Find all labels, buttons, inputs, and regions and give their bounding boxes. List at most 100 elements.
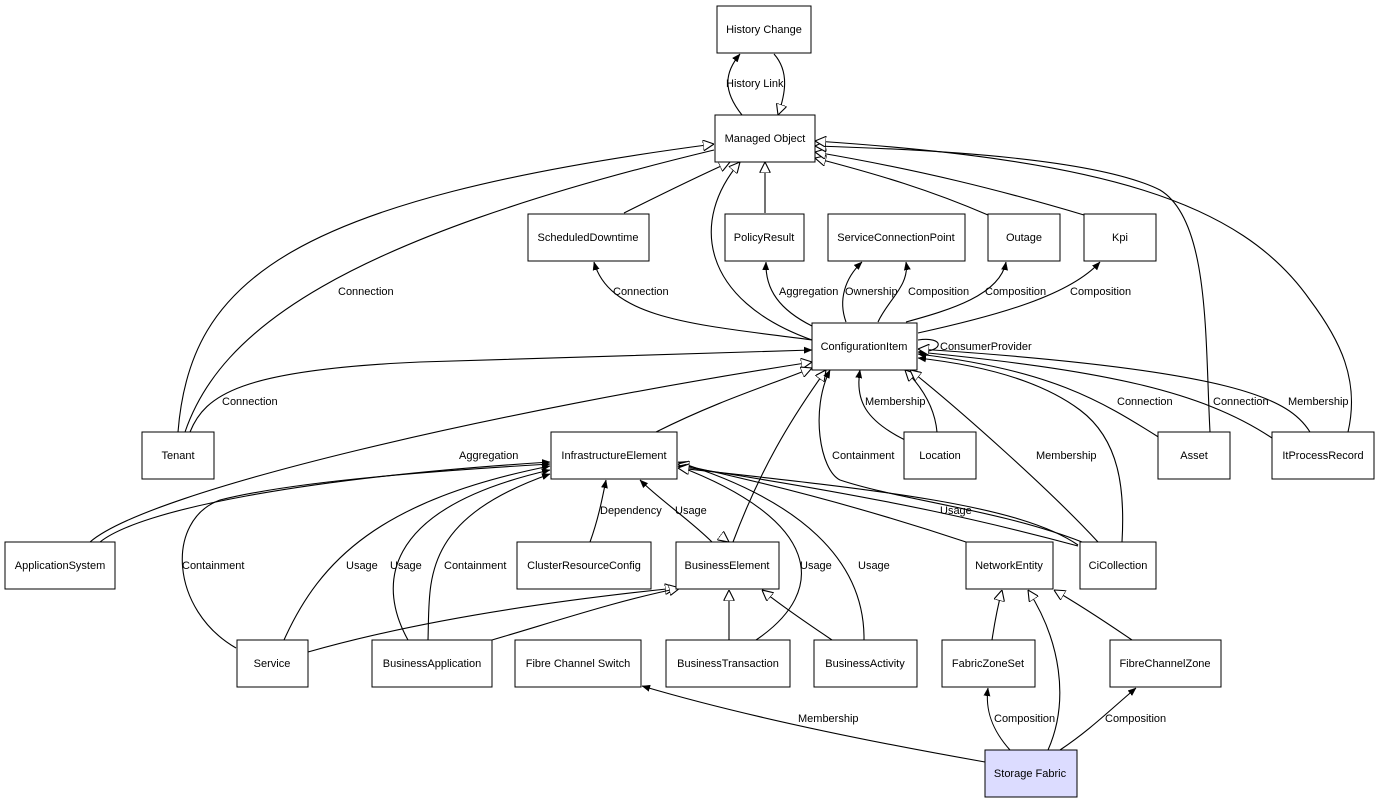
edge-businessapplication-usage-ie <box>392 470 550 641</box>
label-usage-ba: Usage <box>390 560 422 572</box>
node-business-application[interactable]: BusinessApplication <box>371 639 493 688</box>
node-label: PolicyResult <box>734 232 795 244</box>
node-business-activity[interactable]: BusinessActivity <box>813 639 918 688</box>
edge-tenant-connection-managed-object <box>184 149 715 433</box>
edge-service-usage-ie <box>283 466 550 641</box>
node-label: ScheduledDowntime <box>538 232 639 244</box>
node-label: InfrastructureElement <box>561 450 666 462</box>
node-storage-fabric[interactable]: Storage Fabric <box>984 749 1078 798</box>
edge-kpi-inherits <box>815 152 1085 216</box>
label-usage-bact: Usage <box>858 560 890 572</box>
edge-ci-inherits-managed-object <box>710 162 813 341</box>
node-asset[interactable]: Asset <box>1157 431 1231 480</box>
label-usage-bt: Usage <box>800 560 832 572</box>
node-service[interactable]: Service <box>236 639 309 688</box>
node-location[interactable]: Location <box>903 431 977 480</box>
label-usage-service: Usage <box>346 560 378 572</box>
edge-infrastructureelement-inherits-ci <box>655 368 812 433</box>
node-label: BusinessActivity <box>825 658 905 670</box>
label-composition-scp: Composition <box>908 286 969 298</box>
label-consumer-provider: ConsumerProvider <box>940 341 1032 353</box>
edge-itprocessrecord-connection-ci <box>918 352 1273 439</box>
node-infrastructure-element[interactable]: InfrastructureElement <box>550 431 678 480</box>
label-membership-location: Membership <box>865 396 926 408</box>
node-configuration-item[interactable]: ConfigurationItem <box>811 322 918 371</box>
node-tenant[interactable]: Tenant <box>141 431 215 480</box>
node-scheduled-downtime[interactable]: ScheduledDowntime <box>527 213 650 262</box>
edge-fibrechannelzone-inherits-ne <box>1054 590 1133 641</box>
node-label: BusinessTransaction <box>677 658 779 670</box>
edge-businessactivity-usage-ie <box>678 462 865 641</box>
edge-ci-composition-scp <box>877 262 906 323</box>
node-label: Tenant <box>161 450 194 462</box>
edge-clusterresourceconfig-dependency-ie <box>589 480 606 543</box>
node-network-entity[interactable]: NetworkEntity <box>965 541 1054 590</box>
label-membership-itpr: Membership <box>1288 396 1349 408</box>
node-business-element[interactable]: BusinessElement <box>675 541 780 590</box>
label-connection-asset: Connection <box>1117 396 1173 408</box>
label-connection-tenant-ci: Connection <box>222 396 278 408</box>
label-connection-tenant-mo: Connection <box>338 286 394 298</box>
edge-applicationsystem-aggregation-ie <box>99 462 550 543</box>
edge-service-containment-ie <box>181 464 550 649</box>
edge-fabriczoneset-inherits-ne <box>991 590 1002 641</box>
node-service-connection-point[interactable]: ServiceConnectionPoint <box>827 213 966 262</box>
label-containment-ba: Containment <box>444 560 506 572</box>
edge-scheduleddowntime-inherits <box>623 162 730 214</box>
node-label: History Change <box>726 24 802 36</box>
edge-cicollection-membership-ci <box>918 358 1124 543</box>
node-cluster-resource-config[interactable]: ClusterResourceConfig <box>516 541 652 590</box>
edge-itprocessrecord-inherits <box>815 141 1353 433</box>
edge-ci-ownership-scp <box>842 261 862 323</box>
node-label: Managed Object <box>725 133 806 145</box>
edge-businesstransaction-usage-ie <box>678 465 802 641</box>
edge-cicollection-inherits-ie <box>678 468 1079 546</box>
node-it-process-record[interactable]: ItProcessRecord <box>1271 431 1375 480</box>
node-label: Fibre Channel Switch <box>526 658 631 670</box>
edge-storagefabric-composition-fcz <box>1059 687 1136 751</box>
label-composition-outage: Composition <box>985 286 1046 298</box>
node-label: Service <box>254 658 291 670</box>
edge-outage-inherits <box>815 158 989 216</box>
label-composition-kpi: Composition <box>1070 286 1131 298</box>
label-history-link: History Link <box>726 78 784 90</box>
node-label: Asset <box>1180 450 1208 462</box>
node-outage[interactable]: Outage <box>987 213 1061 262</box>
label-aggregation-as: Aggregation <box>459 450 518 462</box>
edge-networkentity-inherits-ie <box>678 464 967 543</box>
edge-ci-connection-scheduleddowntime <box>594 262 813 341</box>
edge-cicollection-containment-ci <box>818 370 1083 543</box>
node-label: Location <box>919 450 961 462</box>
edge-location-membership-ci <box>859 370 906 441</box>
edge-ci-composition-kpi <box>917 262 1101 334</box>
node-label: ApplicationSystem <box>15 560 106 572</box>
label-composition-fcz: Composition <box>1105 713 1166 725</box>
edge-ci-composition-outage <box>905 262 1006 323</box>
node-label: ItProcessRecord <box>1282 450 1363 462</box>
edge-service-inherits-be <box>307 588 676 653</box>
label-containment-service: Containment <box>182 560 244 572</box>
edge-businessapplication-inherits-be <box>491 588 680 641</box>
node-policy-result[interactable]: PolicyResult <box>724 213 805 262</box>
label-composition-fzs: Composition <box>994 713 1055 725</box>
label-usage-cic: Usage <box>940 505 972 517</box>
node-kpi[interactable]: Kpi <box>1083 213 1157 262</box>
edges <box>89 54 1353 763</box>
edge-businessapplication-containment-ie <box>427 474 550 641</box>
label-dependency: Dependency <box>600 505 662 517</box>
edge-businesselement-usage-ie <box>639 479 713 543</box>
node-application-system[interactable]: ApplicationSystem <box>4 541 116 590</box>
label-ownership-scp: Ownership <box>845 286 898 298</box>
label-connection-itpr: Connection <box>1213 396 1269 408</box>
node-history-change[interactable]: History Change <box>716 5 812 54</box>
node-business-transaction[interactable]: BusinessTransaction <box>665 639 791 688</box>
node-fibre-channel-switch[interactable]: Fibre Channel Switch <box>514 639 642 688</box>
label-containment-cic: Containment <box>832 450 894 462</box>
edge-businesselement-inherits-ci <box>732 370 826 543</box>
edge-tenant-connection-ci <box>189 350 812 433</box>
node-fibre-channel-zone[interactable]: FibreChannelZone <box>1109 639 1222 688</box>
node-label: ClusterResourceConfig <box>527 560 641 572</box>
node-fabric-zone-set[interactable]: FabricZoneSet <box>941 639 1036 688</box>
node-managed-object[interactable]: Managed Object <box>714 114 816 163</box>
node-ci-collection[interactable]: CiCollection <box>1079 541 1157 590</box>
